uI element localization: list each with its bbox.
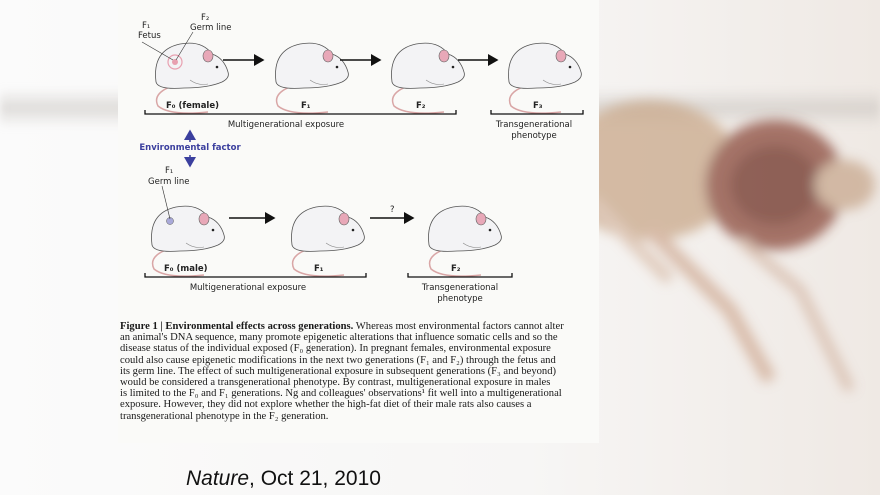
gen-label: F₃ <box>533 101 543 111</box>
multigenerational-label: Multigenerational exposure <box>190 283 306 293</box>
environmental-factor-label: Environmental factor <box>139 143 241 153</box>
gen-label: F₀ (female) <box>166 101 219 111</box>
fetus-f1-label: F₁ <box>142 21 150 31</box>
mouse-f2 <box>390 42 466 114</box>
phenotype-label: phenotype <box>437 294 483 304</box>
citation: Nature, Oct 21, 2010 <box>186 467 381 491</box>
caption-line: disease status of the individual exposed… <box>120 343 551 355</box>
gen-label: F₂ <box>416 101 426 111</box>
phenotype-label: phenotype <box>511 131 557 141</box>
germ-line-marker <box>166 217 174 225</box>
journal-name: Nature <box>186 467 250 490</box>
transgenerational-label: Transgenerational <box>495 120 572 130</box>
question-mark: ? <box>390 205 395 215</box>
figure-diagram: F₁ Fetus F₂ Germ line F₀ (female) F₁ F₂ … <box>138 13 584 304</box>
gen-label: F₀ (male) <box>164 264 208 274</box>
bracket <box>407 273 513 278</box>
citation-date: , Oct 21, 2010 <box>249 467 381 490</box>
caption-line: would be considered a transgenerational … <box>120 377 551 389</box>
caption-line: exposure. However, they did not explore … <box>120 399 532 411</box>
caption-line: Whereas most environmental factors canno… <box>353 321 564 332</box>
germ-f1-label: F₁ <box>165 166 173 176</box>
fly-photo-background <box>590 100 875 393</box>
gen-label: F₂ <box>451 264 461 274</box>
gen-label: F₁ <box>314 264 324 274</box>
mouse-f1 <box>290 205 366 277</box>
bracket <box>490 110 584 115</box>
fetus-label: Fetus <box>138 31 161 41</box>
figure-caption: Figure 1 | Environmental effects across … <box>120 321 598 422</box>
bracket <box>144 273 367 278</box>
mouse-f2 <box>427 205 503 277</box>
fetus-marker <box>167 54 183 70</box>
germ-line-label: Germ line <box>148 177 189 187</box>
mouse-f1 <box>274 42 350 114</box>
caption-line: its germ line. The effect of such multig… <box>120 365 557 377</box>
caption-line: is limited to the F₀ and F₁ generations.… <box>120 388 562 400</box>
germ-f2-label: F₂ <box>201 13 209 23</box>
caption-line: transgenerational phenotype in the F₂ ge… <box>120 410 329 422</box>
germ-line-marker <box>172 59 178 65</box>
gen-label: F₁ <box>301 101 311 111</box>
mouse-f3 <box>507 42 583 114</box>
bracket <box>144 110 457 115</box>
figure-panel: F₁ Fetus F₂ Germ line F₀ (female) F₁ F₂ … <box>118 0 599 443</box>
caption-title: Figure 1 | Environmental effects across … <box>120 321 354 332</box>
caption-line: could also cause epigenetic modification… <box>120 354 556 366</box>
caption-line: an animal's DNA sequence, many promote e… <box>120 332 558 344</box>
multigenerational-label: Multigenerational exposure <box>228 120 344 130</box>
transgenerational-label: Transgenerational <box>421 283 498 293</box>
germ-line-label: Germ line <box>190 23 231 33</box>
